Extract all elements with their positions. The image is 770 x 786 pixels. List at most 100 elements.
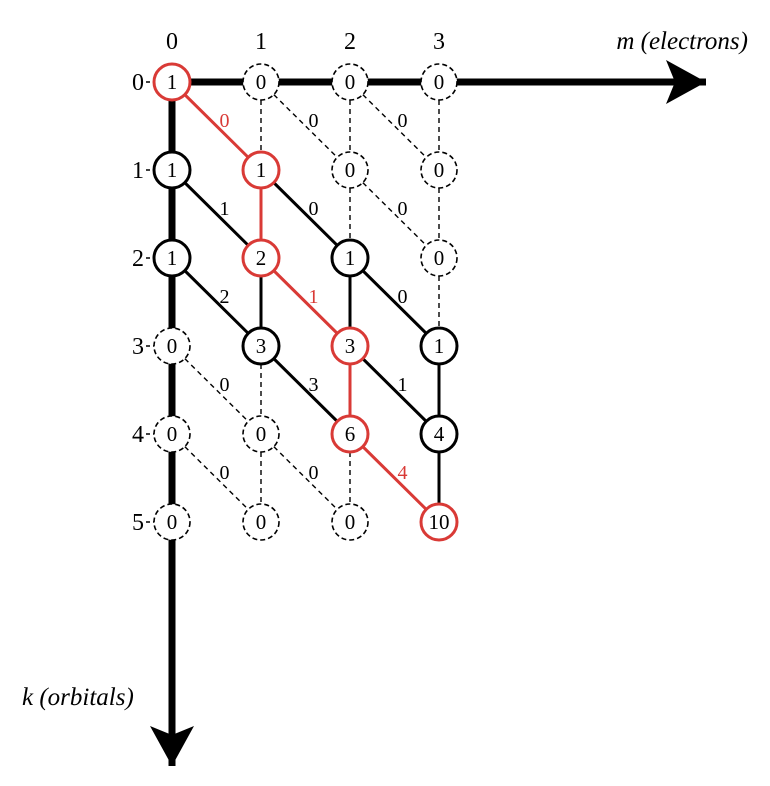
node-value: 0	[434, 70, 445, 94]
lattice-node-k0-m3: 0	[420, 63, 458, 101]
node-circle	[420, 151, 458, 189]
node-circle	[152, 238, 192, 278]
node-value: 0	[256, 422, 267, 446]
diagonal-edge-k2-m2	[348, 256, 441, 348]
node-circle	[330, 238, 370, 278]
node-value: 0	[345, 510, 356, 534]
lattice-node-k2-m2: 1	[330, 238, 370, 278]
diagonal-edge-k2-m1	[259, 256, 352, 348]
node-value: 1	[167, 70, 178, 94]
edge-weight-label: 2	[220, 286, 230, 308]
lattice-node-k2-m0: 1	[152, 238, 192, 278]
node-value: 3	[256, 334, 267, 358]
edge-weight-label: 0	[309, 198, 319, 220]
lattice-node-k1-m3: 0	[420, 151, 458, 189]
node-circle	[153, 327, 191, 365]
node-value: 0	[434, 246, 445, 270]
node-value: 2	[256, 246, 267, 270]
node-circle	[331, 63, 369, 101]
node-circle	[153, 503, 191, 541]
edge-weight-label: 0	[398, 198, 408, 220]
lattice-node-k4-m0: 0	[153, 415, 191, 453]
diagonal-edge-k4-m2	[348, 432, 441, 524]
m-axis-tick-label: 0	[166, 29, 178, 55]
lattice-node-k3-m3: 1	[419, 326, 459, 366]
m-axis-title: m (electrons)	[616, 28, 748, 55]
node-circle	[241, 150, 281, 190]
k-axis-tick-label: 1	[132, 158, 144, 184]
lattice-node-k2-m1: 2	[241, 238, 281, 278]
lattice-node-k3-m1: 3	[241, 326, 281, 366]
lattice-node-k5-m1: 0	[242, 503, 280, 541]
diagonal-edge-k0-m1	[260, 81, 351, 171]
diagonal-edge-k2-m0	[170, 256, 263, 348]
edge-weight-label: 1	[309, 286, 319, 308]
node-circle	[420, 239, 458, 277]
edge-weight-label: 0	[220, 110, 230, 132]
node-value: 0	[256, 510, 267, 534]
edge-weight-label: 3	[309, 374, 319, 396]
k-axis-title: k (orbitals)	[22, 684, 134, 711]
edge-weight-label: 4	[398, 462, 408, 484]
k-axis-label: (orbitals)	[39, 684, 133, 711]
lattice-node-k2-m3: 0	[420, 239, 458, 277]
m-axis-label: (electrons)	[641, 28, 748, 55]
diagonal-edge-k1-m2	[349, 169, 440, 259]
lattice-node-k1-m2: 0	[331, 151, 369, 189]
node-value: 0	[167, 422, 178, 446]
node-circle	[419, 326, 459, 366]
lattice-node-k0-m2: 0	[331, 63, 369, 101]
node-value: 0	[167, 510, 178, 534]
m-axis-tick-label: 1	[255, 29, 267, 55]
node-value: 1	[167, 246, 178, 270]
node-circle	[153, 415, 191, 453]
lattice-node-k4-m3: 4	[419, 414, 459, 454]
node-value: 0	[434, 158, 445, 182]
diagonal-edge-k0-m0	[170, 80, 263, 172]
lattice-node-k3-m2: 3	[330, 326, 370, 366]
diagonal-edge-k4-m0	[171, 433, 262, 523]
node-value: 6	[345, 422, 356, 446]
k-axis-tick-label: 4	[132, 422, 144, 448]
edge-weight-label: 0	[309, 462, 319, 484]
node-value: 1	[434, 334, 445, 358]
edge-weight-label: 1	[220, 198, 230, 220]
node-circle	[331, 151, 369, 189]
node-value: 0	[345, 70, 356, 94]
node-value: 1	[167, 158, 178, 182]
node-value: 10	[429, 510, 450, 534]
diagonal-edge-k1-m0	[170, 168, 263, 260]
lattice-node-k4-m2: 6	[330, 414, 370, 454]
m-axis-variable: m	[616, 28, 634, 55]
diagonal-edge-k3-m2	[348, 344, 441, 436]
node-circle	[331, 503, 369, 541]
node-circle	[330, 326, 370, 366]
node-circle	[242, 503, 280, 541]
diagonal-edge-k4-m1	[260, 433, 351, 523]
node-circle	[241, 326, 281, 366]
node-circle	[242, 415, 280, 453]
node-circle	[419, 414, 459, 454]
node-circle	[419, 502, 459, 542]
node-value: 0	[256, 70, 267, 94]
node-value: 0	[167, 334, 178, 358]
edge-weight-label: 0	[220, 374, 230, 396]
k-axis-tick-label: 3	[132, 334, 144, 360]
k-axis-tick-label: 5	[132, 510, 144, 536]
node-circle	[420, 63, 458, 101]
lattice-node-k5-m3: 10	[419, 502, 459, 542]
edge-weight-label: 1	[398, 374, 408, 396]
lattice-node-k5-m2: 0	[331, 503, 369, 541]
diagonal-edge-k1-m1	[259, 168, 352, 260]
node-circle	[242, 63, 280, 101]
m-axis-tick-label: 3	[433, 29, 445, 55]
k-axis-tick-label: 2	[132, 246, 144, 272]
lattice-node-k0-m0: 1	[152, 62, 192, 102]
lattice-node-k1-m1: 1	[241, 150, 281, 190]
k-axis-variable: k	[22, 684, 34, 711]
node-value: 4	[434, 422, 445, 446]
node-circle	[152, 62, 192, 102]
edge-weight-label: 0	[398, 286, 408, 308]
